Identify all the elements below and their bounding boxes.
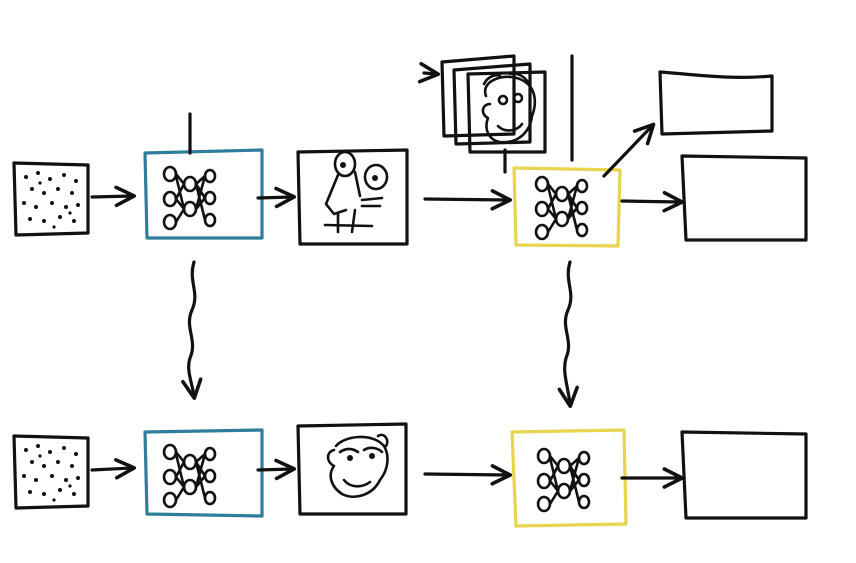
generator-network-top xyxy=(143,148,264,240)
generated-cartoon-image xyxy=(296,148,409,246)
neural-network-icon xyxy=(162,443,217,509)
cartoon-face-icon xyxy=(323,150,389,234)
arrow-discriminator-to-output-top xyxy=(620,190,685,213)
wavy-arrow-generator xyxy=(181,260,203,401)
discriminator-side-output-box xyxy=(658,70,774,136)
noise-image-bottom xyxy=(12,434,90,510)
output-box-bottom xyxy=(680,430,808,520)
real-face-stack xyxy=(440,54,547,154)
generated-face-image xyxy=(296,422,408,516)
discriminator-network-bottom xyxy=(510,428,628,528)
arrow-image-to-discriminator-top xyxy=(423,189,513,211)
wavy-arrow-discriminator xyxy=(557,260,579,409)
arrow-image-to-discriminator-bottom xyxy=(423,464,513,486)
arrow-into-real-stack xyxy=(417,61,441,84)
stacked-face-images-icon xyxy=(481,72,537,144)
neural-network-icon xyxy=(536,447,591,513)
arrow-noise-to-generator-bottom xyxy=(90,458,137,480)
generator-network-bottom xyxy=(143,428,264,518)
neural-network-icon xyxy=(534,175,589,241)
output-box-top xyxy=(680,154,808,242)
arrow-generator-to-image-top xyxy=(256,186,297,209)
discriminator-network-top xyxy=(512,166,622,248)
neural-network-icon xyxy=(162,165,217,231)
arrow-noise-to-generator-top xyxy=(90,185,137,208)
arrow-discriminator-to-side-output xyxy=(602,122,656,178)
arrow-generator-to-image-bottom xyxy=(256,458,297,481)
noise-image-top xyxy=(12,161,90,237)
cartoon-face-icon xyxy=(326,433,389,498)
